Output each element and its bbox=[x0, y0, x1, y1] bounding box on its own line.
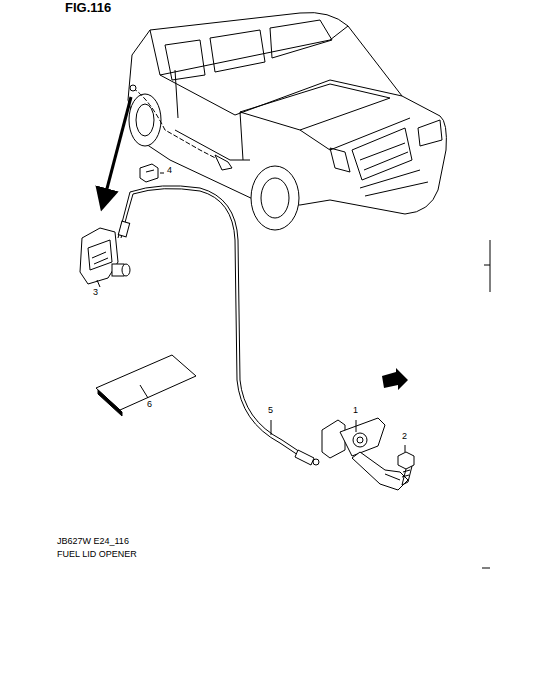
figure-number: FIG.116 bbox=[64, 1, 112, 15]
cable-on-vehicle bbox=[130, 85, 232, 170]
forward-arrow-icon bbox=[382, 368, 408, 390]
callout-number: 1 bbox=[352, 406, 359, 416]
part-2-bolt bbox=[398, 452, 414, 485]
callout-number: 6 bbox=[146, 400, 153, 410]
part-5-cable bbox=[118, 186, 319, 465]
page-marks bbox=[482, 240, 490, 568]
figure-caption: FUEL LID OPENER bbox=[56, 550, 138, 560]
callout-number: 5 bbox=[267, 406, 274, 416]
vehicle-outline bbox=[128, 13, 446, 230]
part-4-clip bbox=[140, 164, 158, 182]
callout-number: 4 bbox=[166, 166, 173, 176]
part-6-label bbox=[96, 355, 196, 416]
callout-number: 2 bbox=[401, 432, 408, 442]
part-1-lever bbox=[322, 418, 408, 490]
part-3-latch bbox=[80, 228, 130, 284]
location-arrow bbox=[104, 97, 131, 200]
figure-code: JB627W E24_116 bbox=[56, 537, 130, 547]
callout-number: 3 bbox=[92, 288, 99, 298]
leader-lines bbox=[97, 173, 405, 452]
